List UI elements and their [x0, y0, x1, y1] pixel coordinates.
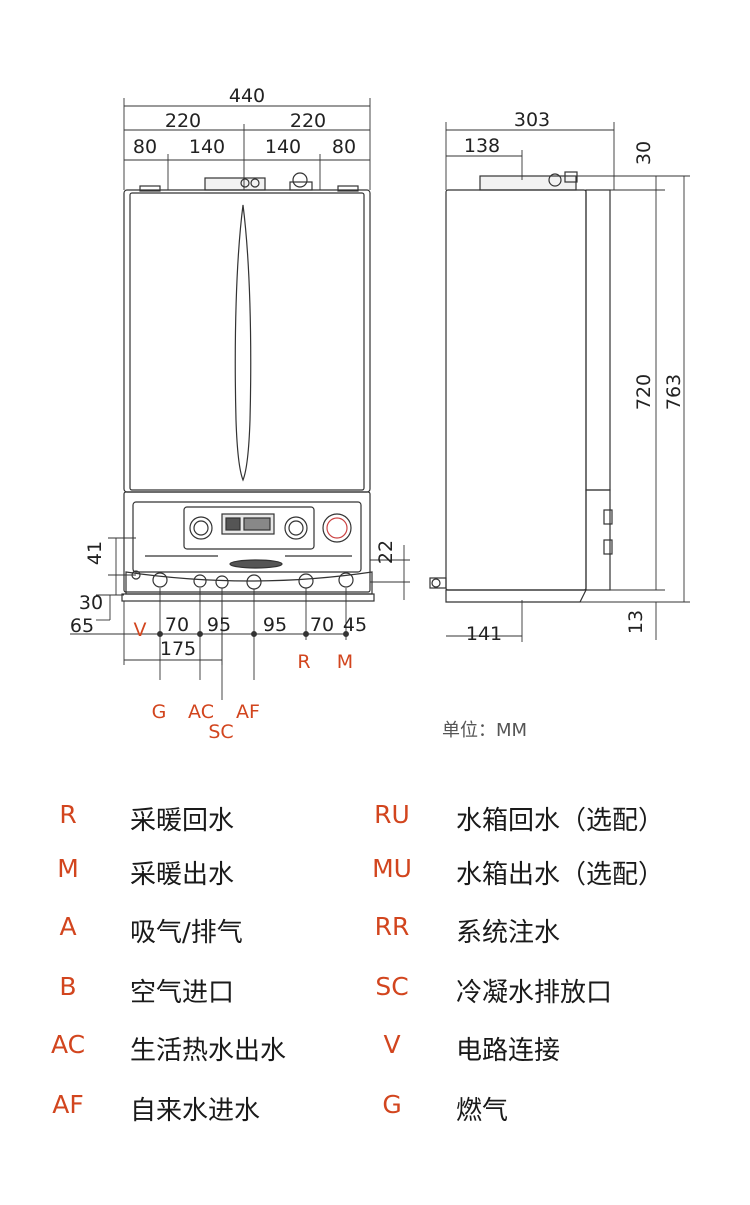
technical-drawing: 440 220 220 80 140 140 80 41 30 65 70 95…: [70, 85, 690, 743]
dim-half-left: 220: [165, 110, 201, 132]
side-dimension-text: 303 138 30 720 763 13 141: [464, 109, 685, 645]
legend-desc: 采暖出水: [130, 860, 235, 890]
dim-height-22: 22: [375, 540, 397, 564]
dim-height-763: 763: [663, 374, 685, 410]
legend-desc: 冷凝水排放口: [456, 978, 613, 1008]
dim-175: 175: [160, 638, 196, 660]
legend-code: RR: [374, 912, 410, 941]
front-view-boiler: [121, 172, 375, 602]
label-af: AF: [236, 701, 260, 723]
dim-45: 45: [343, 614, 367, 636]
dim-seg-140-left: 140: [189, 136, 225, 158]
legend-desc: 水箱回水（选配）: [456, 806, 665, 836]
legend-desc: 生活热水出水: [130, 1036, 287, 1066]
legend-code: AF: [52, 1090, 84, 1119]
dim-height-720: 720: [633, 374, 655, 410]
dim-70-b: 70: [310, 614, 334, 636]
dim-side-30: 30: [633, 141, 655, 165]
label-m: M: [337, 651, 353, 673]
label-v: V: [134, 619, 147, 641]
side-dimension-lines: [445, 122, 690, 642]
dim-half-right: 220: [290, 110, 326, 132]
legend-desc: 自来水进水: [130, 1096, 261, 1126]
unit-label: 单位：MM: [442, 720, 527, 741]
front-dimension-lines: [70, 98, 410, 700]
dim-height-41: 41: [84, 541, 106, 565]
legend-row: M 采暖出水 MU 水箱出水（选配）: [0, 854, 750, 894]
legend-code: RU: [374, 800, 410, 829]
label-r: R: [297, 651, 310, 673]
legend-row: R 采暖回水 RU 水箱回水（选配）: [0, 800, 750, 840]
legend-row: AF 自来水进水 G 燃气: [0, 1090, 750, 1130]
legend-code: R: [59, 800, 77, 829]
dim-depth-138: 138: [464, 135, 500, 157]
dim-seg-80-right: 80: [332, 136, 356, 158]
dim-seg-140-right: 140: [265, 136, 301, 158]
dim-total-width: 440: [229, 85, 265, 107]
label-ac: AC: [188, 701, 214, 723]
legend-code: G: [382, 1090, 402, 1119]
dim-depth-141: 141: [466, 623, 502, 645]
dim-height-13: 13: [625, 610, 647, 634]
legend-desc: 燃气: [456, 1096, 509, 1126]
label-sc: SC: [208, 721, 233, 743]
front-dimension-text: 440 220 220 80 140 140 80 41 30 65 70 95…: [70, 85, 397, 660]
legend-desc: 电路连接: [456, 1036, 561, 1066]
legend-row: AC 生活热水出水 V 电路连接: [0, 1030, 750, 1070]
legend-code: AC: [50, 1030, 86, 1059]
legend-desc: 吸气/排气: [130, 918, 243, 948]
legend-desc: 水箱出水（选配）: [456, 860, 665, 890]
legend-code: SC: [375, 972, 409, 1001]
legend-desc: 系统注水: [456, 918, 561, 948]
dim-height-30: 30: [79, 592, 103, 614]
legend-code: V: [383, 1030, 401, 1059]
connection-labels: V R M G AC AF SC: [134, 619, 354, 743]
label-g: G: [152, 701, 167, 723]
dim-70-a: 70: [165, 614, 189, 636]
dim-depth: 303: [514, 109, 550, 131]
legend-code: A: [59, 912, 77, 941]
dim-seg-80-left: 80: [133, 136, 157, 158]
dim-offset-65: 65: [70, 615, 94, 637]
side-view-boiler: [429, 171, 613, 603]
legend-desc: 空气进口: [130, 978, 235, 1008]
legend-code: M: [57, 854, 79, 883]
dim-95-a: 95: [207, 614, 231, 636]
legend-desc: 采暖回水: [130, 806, 235, 836]
legend-row: A 吸气/排气 RR 系统注水: [0, 912, 750, 952]
legend-row: B 空气进口 SC 冷凝水排放口: [0, 972, 750, 1012]
dim-95-b: 95: [263, 614, 287, 636]
legend-code: B: [59, 972, 77, 1001]
legend-code: MU: [372, 854, 412, 883]
